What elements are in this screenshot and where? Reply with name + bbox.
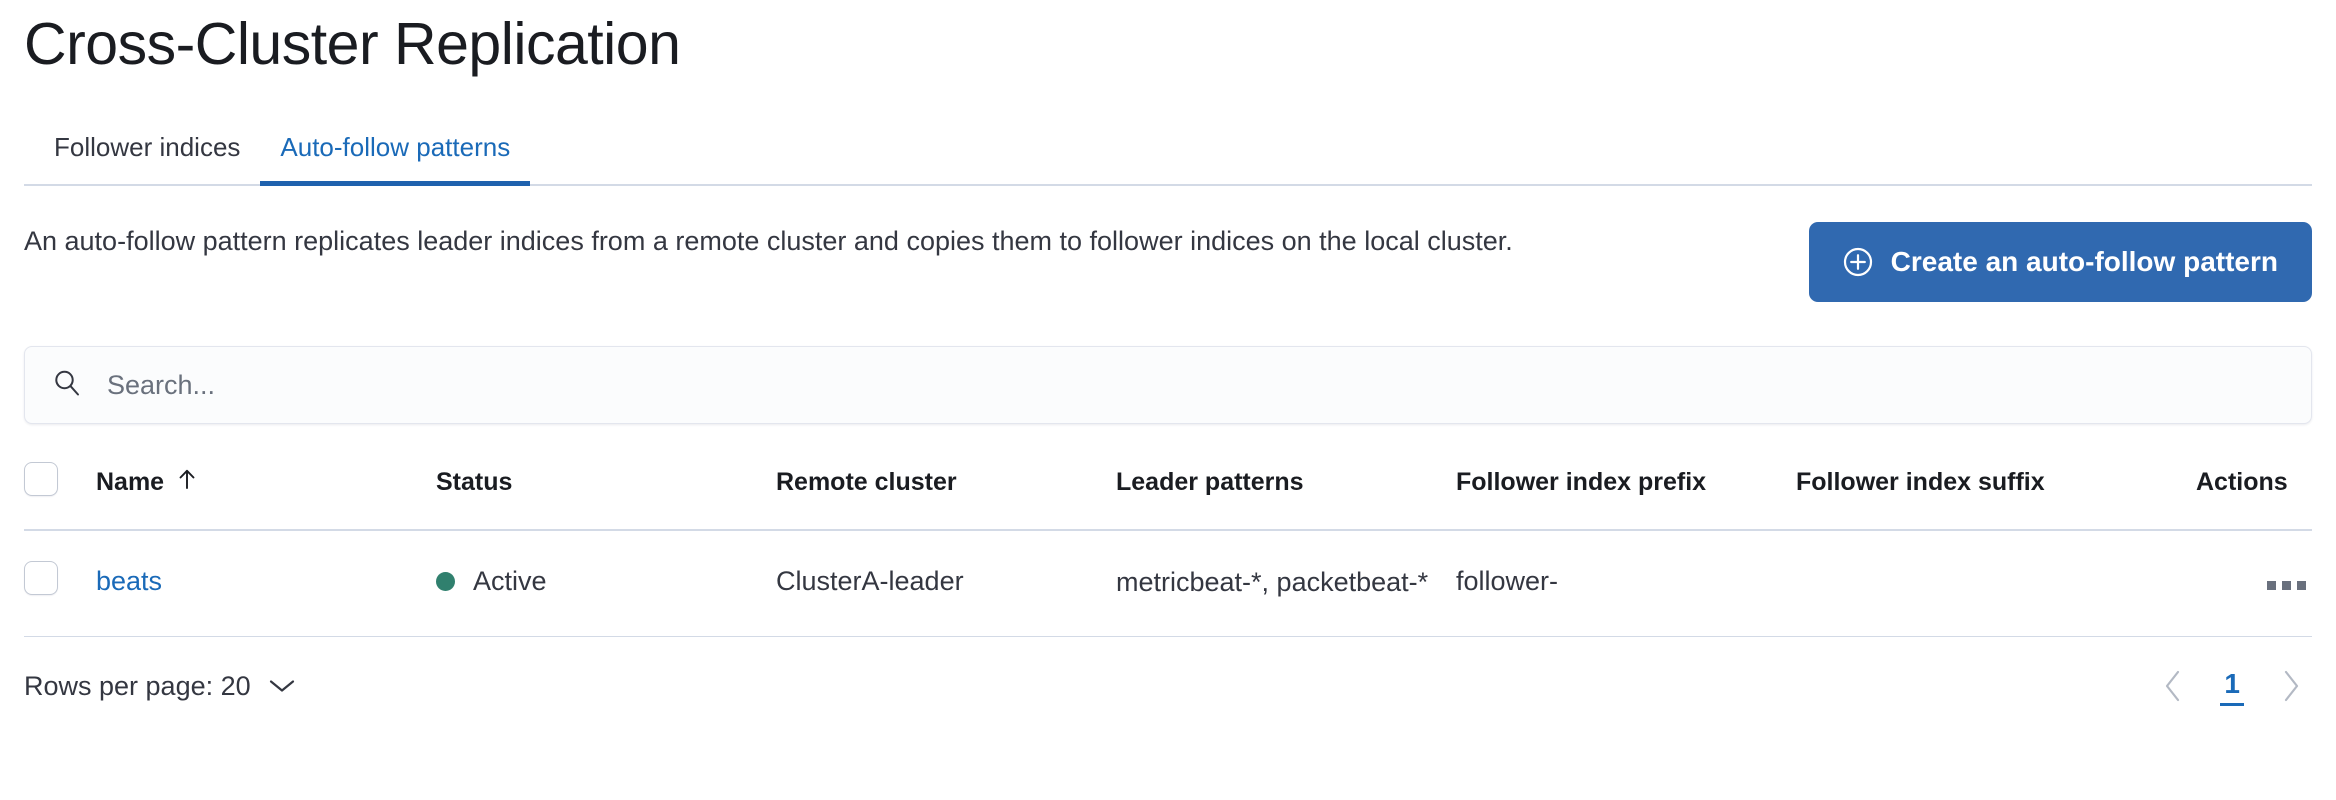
dot-1 — [2267, 581, 2276, 590]
search-input[interactable] — [105, 347, 2285, 423]
more-horizontal-icon[interactable] — [2261, 575, 2312, 596]
header-actions: Actions — [2196, 450, 2312, 531]
row-leader-patterns: metricbeat-*, packetbeat-* — [1116, 530, 1456, 637]
status-label: Active — [473, 565, 547, 596]
tab-bar: Follower indices Auto-follow patterns — [24, 116, 2312, 186]
row-select-cell — [24, 530, 96, 637]
intro-description: An auto-follow pattern replicates leader… — [24, 226, 1513, 256]
pagination-page-1[interactable]: 1 — [2220, 667, 2244, 706]
row-follower-index-prefix: follower- — [1456, 530, 1796, 637]
search-icon — [51, 367, 83, 404]
row-follower-index-suffix — [1796, 530, 2196, 637]
header-follower-index-suffix[interactable]: Follower index suffix — [1796, 450, 2196, 531]
plus-in-circle-icon — [1843, 247, 1873, 277]
row-actions-cell — [2196, 530, 2312, 637]
tab-auto-follow-patterns[interactable]: Auto-follow patterns — [260, 132, 531, 186]
create-auto-follow-pattern-button[interactable]: Create an auto-follow pattern — [1808, 222, 2312, 302]
dot-3 — [2297, 581, 2306, 590]
header-status[interactable]: Status — [436, 450, 776, 531]
search-bar[interactable] — [24, 346, 2312, 424]
row-remote-cluster: ClusterA-leader — [776, 530, 1116, 637]
select-all-checkbox[interactable] — [24, 462, 58, 496]
sort-by-name[interactable]: Name — [96, 467, 198, 498]
header-remote-cluster[interactable]: Remote cluster — [776, 450, 1116, 531]
page-title: Cross-Cluster Replication — [24, 11, 681, 77]
table-row: beats Active ClusterA-leader metricbeat-… — [24, 530, 2312, 637]
status-dot-icon — [436, 571, 455, 591]
header-name-label: Name — [96, 468, 165, 496]
row-checkbox[interactable] — [24, 561, 58, 595]
chevron-down-icon — [267, 671, 297, 702]
create-button-label: Create an auto-follow pattern — [1890, 246, 2278, 277]
sort-up-arrow-icon — [176, 467, 198, 498]
intro-section: An auto-follow pattern replicates leader… — [24, 220, 2312, 302]
header-name[interactable]: Name — [96, 450, 436, 531]
select-all-header — [24, 450, 96, 531]
row-name-cell: beats — [96, 530, 436, 637]
auto-follow-patterns-table: Name Status Remote cluster Leader patter… — [24, 450, 2312, 637]
chevron-right-icon[interactable] — [2270, 665, 2312, 707]
tab-follower-indices[interactable]: Follower indices — [24, 132, 260, 184]
header-follower-index-prefix[interactable]: Follower index prefix — [1456, 450, 1796, 531]
rows-per-page-selector[interactable]: Rows per page: 20 — [24, 671, 297, 702]
row-status-cell: Active — [436, 530, 776, 637]
rows-per-page-label: Rows per page: 20 — [24, 670, 251, 701]
header-leader-patterns[interactable]: Leader patterns — [1116, 450, 1456, 531]
table-header-row: Name Status Remote cluster Leader patter… — [24, 450, 2312, 531]
table-footer: Rows per page: 20 1 — [24, 665, 2312, 707]
dot-2 — [2282, 581, 2291, 590]
pagination: 1 — [2152, 665, 2312, 707]
chevron-left-icon[interactable] — [2152, 665, 2194, 707]
pattern-name-link[interactable]: beats — [96, 566, 163, 596]
status-badge: Active — [436, 566, 547, 597]
